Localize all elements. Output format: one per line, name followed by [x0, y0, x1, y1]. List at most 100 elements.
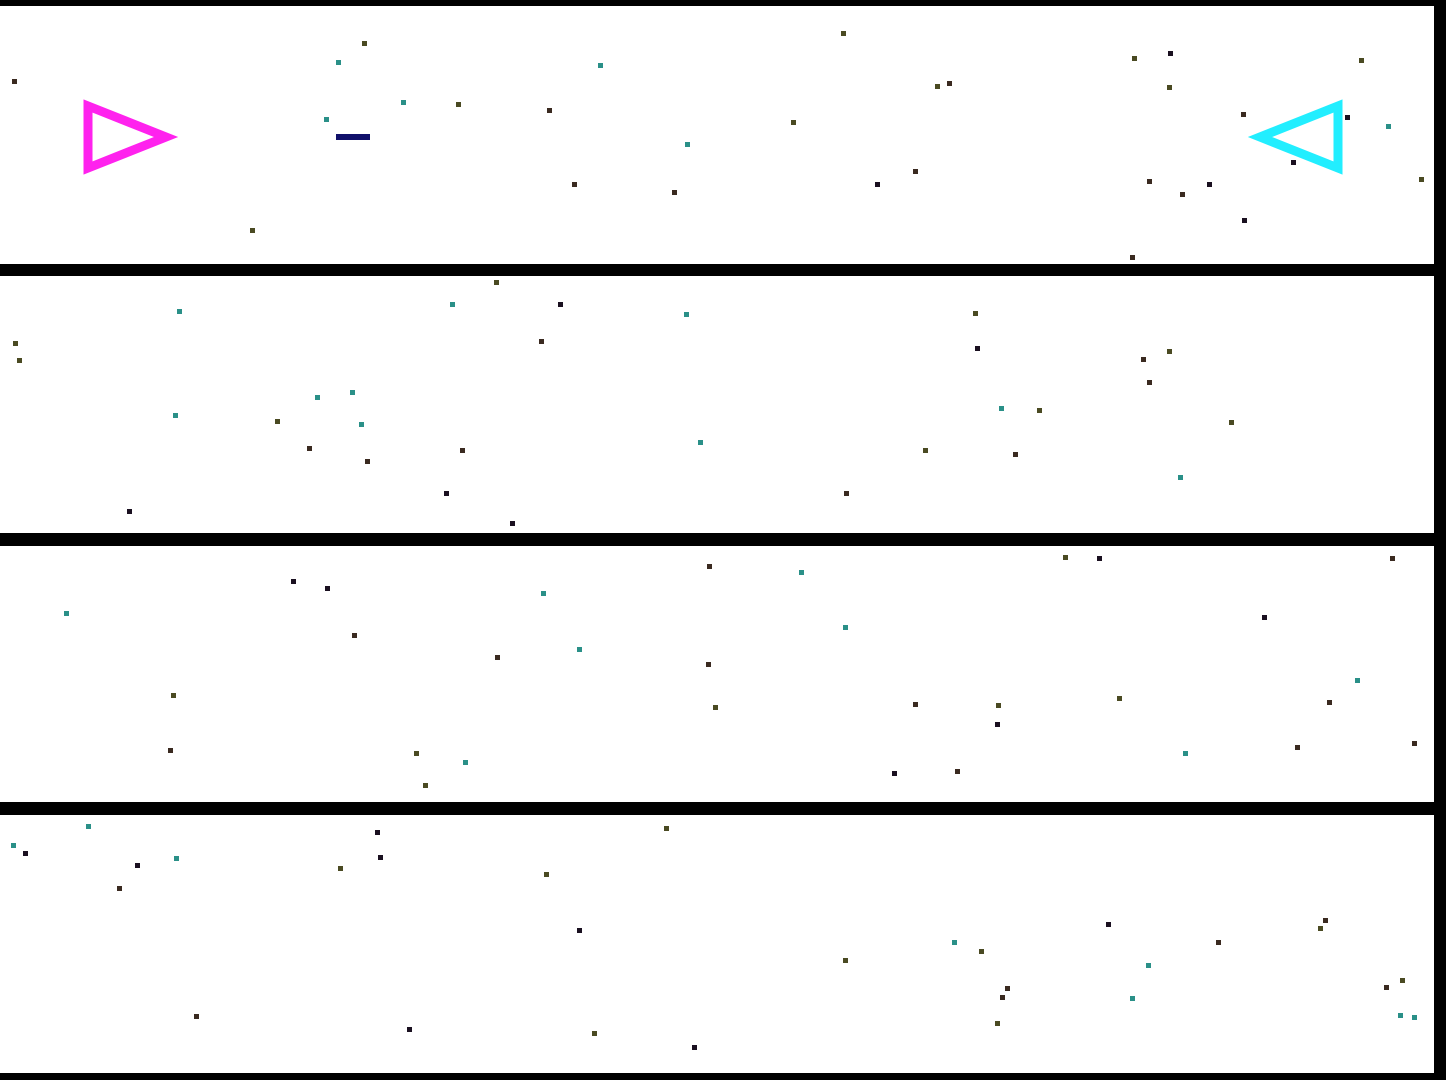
star — [350, 390, 355, 395]
star — [913, 702, 918, 707]
star — [1130, 255, 1135, 260]
star — [1323, 918, 1328, 923]
star — [791, 120, 796, 125]
star — [672, 190, 677, 195]
star — [713, 705, 718, 710]
player1-ship-icon — [83, 99, 179, 175]
star — [456, 102, 461, 107]
star — [923, 448, 928, 453]
star — [664, 826, 669, 831]
star — [1386, 124, 1391, 129]
star — [127, 509, 132, 514]
star — [592, 1031, 597, 1036]
star — [194, 1014, 199, 1019]
star — [973, 311, 978, 316]
star — [684, 312, 689, 317]
star — [698, 440, 703, 445]
star — [168, 748, 173, 753]
star — [315, 395, 320, 400]
star — [463, 760, 468, 765]
star — [955, 769, 960, 774]
star — [799, 570, 804, 575]
star — [1384, 985, 1389, 990]
star — [307, 446, 312, 451]
star — [1132, 56, 1137, 61]
star — [844, 491, 849, 496]
lane-2 — [0, 276, 1434, 533]
star — [1241, 112, 1246, 117]
star — [996, 703, 1001, 708]
star — [1005, 986, 1010, 991]
star — [558, 302, 563, 307]
star — [510, 521, 515, 526]
lane-1 — [0, 6, 1434, 264]
star — [1355, 678, 1360, 683]
star — [841, 31, 846, 36]
star — [135, 863, 140, 868]
star — [1398, 1013, 1403, 1018]
star — [692, 1045, 697, 1050]
star — [13, 341, 18, 346]
star — [1262, 615, 1267, 620]
star — [975, 346, 980, 351]
star — [1216, 940, 1221, 945]
star — [407, 1027, 412, 1032]
star — [947, 81, 952, 86]
star — [1400, 978, 1405, 983]
star — [250, 228, 255, 233]
star — [362, 41, 367, 46]
star — [1167, 85, 1172, 90]
star — [11, 843, 16, 848]
star — [1412, 741, 1417, 746]
star — [1167, 349, 1172, 354]
star — [378, 855, 383, 860]
star — [577, 928, 582, 933]
star — [1419, 177, 1424, 182]
star — [685, 142, 690, 147]
star — [1291, 160, 1296, 165]
star — [375, 830, 380, 835]
star — [1013, 452, 1018, 457]
star — [995, 1021, 1000, 1026]
star — [1037, 408, 1042, 413]
star — [174, 856, 179, 861]
star — [495, 655, 500, 660]
star — [707, 564, 712, 569]
star — [359, 422, 364, 427]
star — [572, 182, 577, 187]
star — [577, 647, 582, 652]
star — [336, 60, 341, 65]
star — [17, 358, 22, 363]
star — [1147, 179, 1152, 184]
star — [1412, 1015, 1417, 1020]
star — [1117, 696, 1122, 701]
star — [1390, 556, 1395, 561]
missile — [336, 134, 370, 140]
star — [325, 586, 330, 591]
star — [1345, 115, 1350, 120]
star — [1097, 556, 1102, 561]
star — [935, 84, 940, 89]
star — [598, 63, 603, 68]
star — [541, 591, 546, 596]
star — [547, 108, 552, 113]
star — [117, 886, 122, 891]
star — [706, 662, 711, 667]
star — [86, 824, 91, 829]
player2-ship-icon — [1247, 99, 1343, 175]
star — [1141, 357, 1146, 362]
star — [995, 722, 1000, 727]
star — [324, 117, 329, 122]
star — [401, 100, 406, 105]
star — [999, 406, 1004, 411]
star — [1178, 475, 1183, 480]
lane-3 — [0, 546, 1434, 802]
star — [979, 949, 984, 954]
star — [460, 448, 465, 453]
star — [544, 872, 549, 877]
star — [892, 771, 897, 776]
lane-4 — [0, 815, 1434, 1073]
star — [1318, 926, 1323, 931]
star — [1063, 555, 1068, 560]
